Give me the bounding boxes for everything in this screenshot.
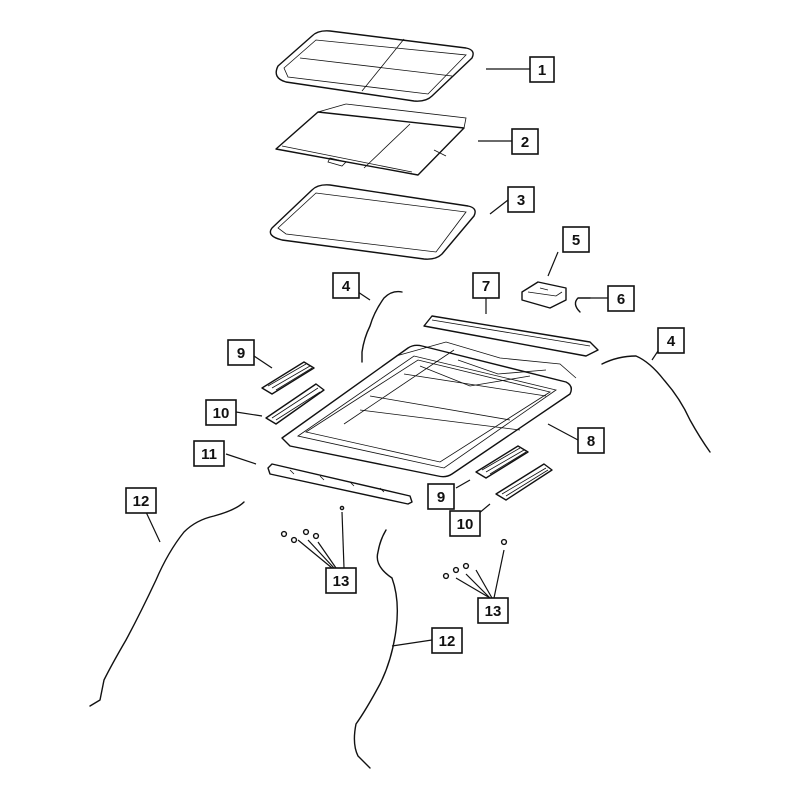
drain-tube-right — [601, 355, 711, 453]
glass-panel — [275, 30, 474, 102]
svg-text:13: 13 — [333, 573, 350, 590]
motor — [521, 281, 567, 309]
screws-left — [280, 505, 345, 544]
callout-10-right: 10 — [449, 510, 481, 537]
callout-11: 11 — [193, 440, 225, 467]
svg-text:5: 5 — [572, 232, 580, 249]
leader-lines — [145, 68, 665, 647]
callout-1: 1 — [529, 56, 555, 83]
rail-mechanism-right — [495, 463, 553, 501]
sunroof-frame — [281, 341, 577, 478]
seal — [269, 184, 476, 260]
callout-5: 5 — [562, 226, 590, 253]
sunshade — [275, 103, 467, 176]
svg-text:2: 2 — [521, 134, 529, 151]
svg-text:4: 4 — [342, 278, 351, 295]
svg-text:9: 9 — [437, 489, 445, 506]
callout-13-right: 13 — [477, 597, 509, 624]
guide-block-left — [261, 361, 315, 395]
callout-9-left: 9 — [227, 339, 255, 366]
svg-text:7: 7 — [482, 278, 490, 295]
drain-tube-left — [361, 290, 403, 363]
guide-block-right — [475, 445, 529, 479]
wire-harness — [574, 297, 591, 313]
callout-4-left: 4 — [332, 272, 360, 299]
callout-9-right: 9 — [427, 483, 455, 510]
callout-13-left: 13 — [325, 567, 357, 594]
callout-6: 6 — [607, 285, 635, 312]
svg-text:10: 10 — [213, 405, 230, 422]
svg-text:12: 12 — [133, 493, 150, 510]
callout-4-right: 4 — [657, 327, 685, 354]
callout-2: 2 — [511, 128, 539, 155]
callout-8: 8 — [577, 427, 605, 454]
wind-deflector — [423, 315, 599, 357]
screws-right — [442, 538, 508, 580]
svg-text:1: 1 — [538, 62, 546, 79]
svg-text:8: 8 — [587, 433, 595, 450]
rail-mechanism-left — [265, 383, 325, 425]
rear-rail — [267, 463, 413, 505]
svg-text:6: 6 — [617, 291, 625, 308]
svg-text:3: 3 — [517, 192, 525, 209]
callout-12-right: 12 — [431, 627, 463, 654]
callout-3: 3 — [507, 186, 535, 213]
svg-text:9: 9 — [237, 345, 245, 362]
svg-text:4: 4 — [667, 333, 676, 350]
svg-text:11: 11 — [201, 446, 217, 463]
svg-text:13: 13 — [485, 603, 502, 620]
svg-text:10: 10 — [457, 516, 474, 533]
drain-hose-right — [353, 529, 399, 769]
svg-text:12: 12 — [439, 633, 456, 650]
callout-10-left: 10 — [205, 399, 237, 426]
callout-7: 7 — [472, 272, 500, 299]
drain-hose-left — [89, 501, 245, 707]
callout-12-left: 12 — [125, 487, 157, 514]
